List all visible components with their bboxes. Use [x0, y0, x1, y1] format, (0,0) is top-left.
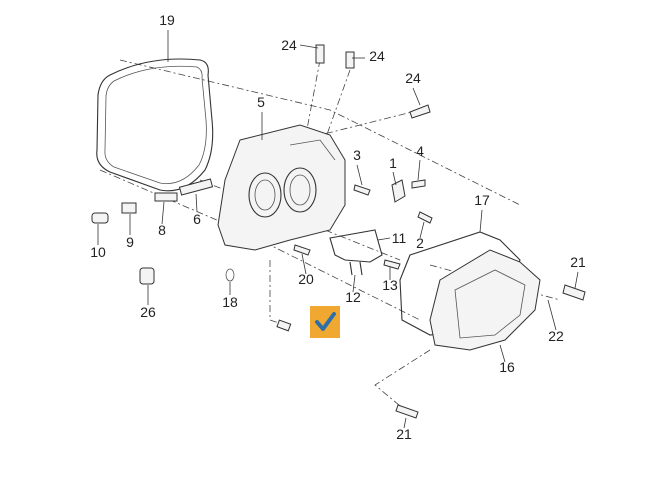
label-18: 18	[222, 294, 238, 310]
label-10: 10	[90, 244, 106, 260]
label-2: 2	[416, 235, 424, 251]
label-3: 3	[353, 147, 361, 163]
label-21: 21	[570, 254, 586, 270]
label-13: 13	[382, 277, 398, 293]
side-cover-16	[399, 231, 541, 351]
label-17: 17	[474, 192, 490, 208]
part-labels: 19 24 24 24 5 3 1 4 17 11 2 21 13 20 12 …	[90, 12, 586, 442]
label-24: 24	[281, 37, 297, 53]
label-16: 16	[499, 359, 515, 375]
label-9: 9	[126, 234, 134, 250]
selected-part-badge[interactable]	[310, 306, 340, 338]
label-19: 19	[159, 12, 175, 28]
crankcase-cover-5	[217, 124, 346, 251]
bracket-11	[329, 229, 383, 276]
label-4: 4	[416, 143, 424, 159]
label-24: 24	[369, 48, 385, 64]
leader-lines	[97, 30, 579, 429]
alignment-lines	[99, 59, 561, 411]
label-20: 20	[298, 271, 314, 287]
label-11: 11	[392, 230, 407, 246]
gasket-19	[96, 58, 214, 192]
label-21: 21	[396, 426, 412, 442]
fasteners	[91, 44, 586, 419]
label-26: 26	[140, 304, 156, 320]
label-6: 6	[193, 211, 201, 227]
label-12: 12	[345, 289, 361, 305]
label-22: 22	[548, 328, 564, 344]
label-8: 8	[158, 222, 166, 238]
label-5: 5	[257, 94, 265, 110]
label-1: 1	[389, 155, 397, 171]
checkmark-icon	[315, 312, 336, 331]
label-24: 24	[405, 70, 421, 86]
